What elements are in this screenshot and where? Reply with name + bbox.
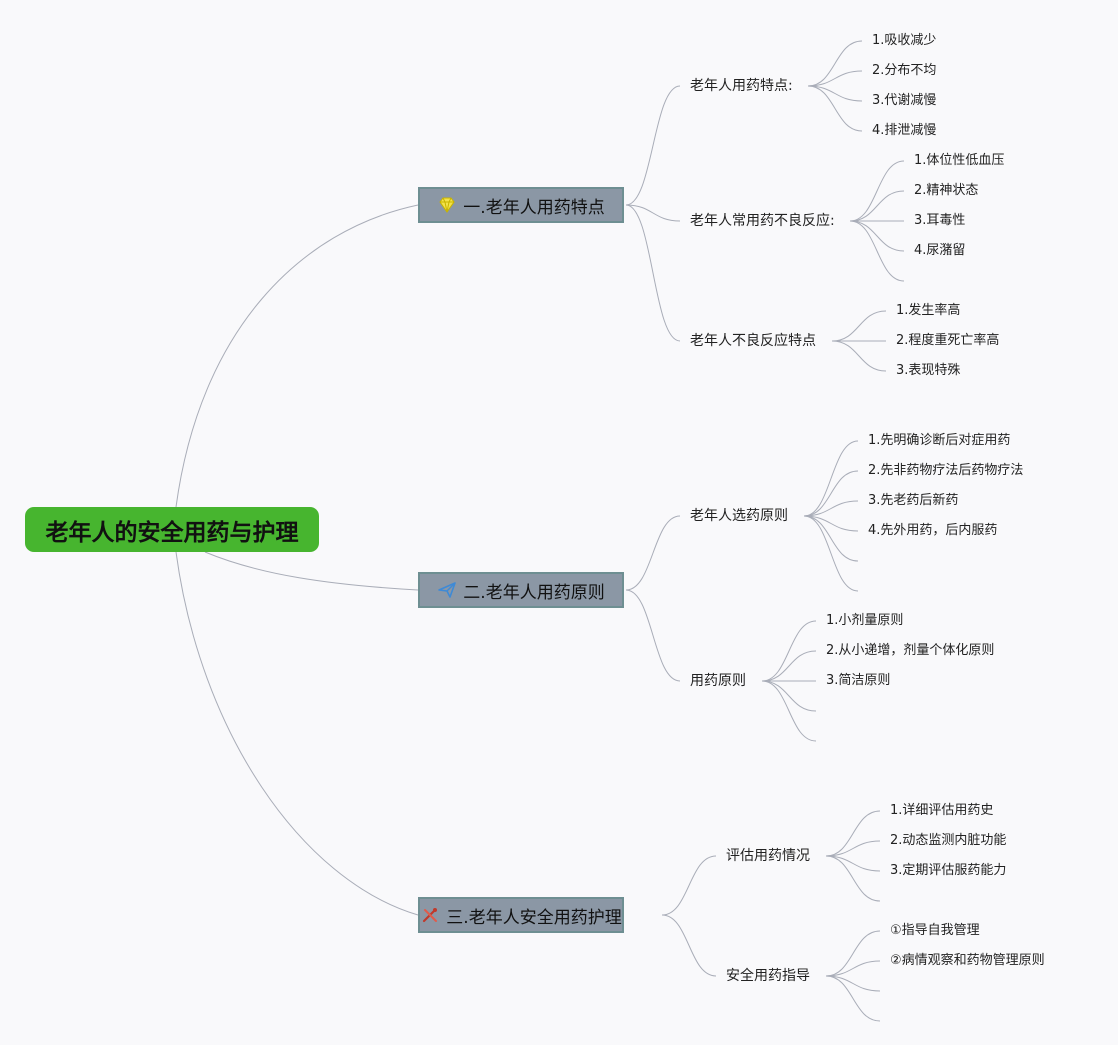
leaf-3-1-1[interactable]: 1.详细评估用药史 (890, 803, 994, 818)
leaf-1-2-3[interactable]: 3.耳毒性 (914, 213, 966, 228)
branch2-link-2 (625, 589, 681, 682)
fan-2-1-4 (803, 515, 859, 532)
leaf-2-2-3[interactable]: 3.简洁原则 (826, 673, 891, 688)
fan-3-1-2 (825, 840, 881, 857)
fan-1-3-1 (831, 310, 887, 342)
fan-1-2-1 (849, 160, 905, 222)
gem-icon (439, 197, 455, 213)
leaf-1-1-3[interactable]: 3.代谢减慢 (872, 93, 937, 108)
fan-3-1-3 (825, 855, 881, 872)
leaf-3-2-2[interactable]: ②病情观察和药物管理原则 (890, 953, 1045, 968)
branch1-link-1 (625, 85, 681, 206)
leaf-1-2-2[interactable]: 2.精神状态 (914, 183, 979, 198)
leaf-1-2-4[interactable]: 4.尿潴留 (914, 243, 966, 258)
leaf-3-1-2[interactable]: 2.动态监测内脏功能 (890, 833, 1007, 848)
branch-label-3: 三.老年人安全用药护理 (446, 907, 622, 928)
fan-3-2-2 (825, 960, 881, 977)
sub-node-2-1[interactable]: 老年人选药原则 (690, 508, 788, 524)
leaf-1-3-1[interactable]: 1.发生率高 (896, 303, 961, 318)
sub-node-2-2[interactable]: 用药原则 (690, 673, 746, 689)
branch3-link-1 (661, 855, 717, 916)
leaf-1-3-3[interactable]: 3.表现特殊 (896, 363, 961, 378)
sub-node-3-1[interactable]: 评估用药情况 (726, 848, 810, 864)
leaf-1-3-2[interactable]: 2.程度重死亡率高 (896, 333, 1000, 348)
branch2-link-1 (625, 515, 681, 591)
fan-3-2-1 (825, 930, 881, 977)
fan-2-2-4 (761, 680, 817, 712)
branch3-link-2 (661, 914, 717, 977)
branch-node-3[interactable]: 三.老年人安全用药护理 (418, 897, 624, 933)
fan-2-1-3 (803, 500, 859, 517)
root-label: 老年人的安全用药与护理 (45, 519, 299, 546)
leaf-2-1-4[interactable]: 4.先外用药，后内服药 (868, 523, 998, 538)
fan-1-2-5 (849, 220, 905, 282)
fan-1-3-3 (831, 340, 887, 372)
leaf-3-2-1[interactable]: ①指导自我管理 (890, 923, 980, 938)
fan-2-1-5 (803, 515, 859, 562)
fan-1-1-3 (807, 85, 863, 102)
sub-node-1-2[interactable]: 老年人常用药不良反应: (690, 213, 835, 229)
fan-2-1-2 (803, 470, 859, 517)
fan-1-2-4 (849, 220, 905, 252)
branch1-link-2 (625, 204, 681, 222)
fan-3-1-4 (825, 855, 881, 902)
fan-1-1-2 (807, 70, 863, 87)
leaf-1-1-2[interactable]: 2.分布不均 (872, 63, 937, 78)
sub-node-1-3[interactable]: 老年人不良反应特点 (690, 333, 816, 349)
leaf-2-1-2[interactable]: 2.先非药物疗法后药物疗法 (868, 463, 1024, 478)
leaf-2-1-3[interactable]: 3.先老药后新药 (868, 493, 959, 508)
leaf-1-2-1[interactable]: 1.体位性低血压 (914, 153, 1005, 168)
root-link-3 (175, 551, 419, 916)
leaf-2-2-1[interactable]: 1.小剂量原则 (826, 613, 904, 628)
leaf-3-1-3[interactable]: 3.定期评估服药能力 (890, 863, 1007, 878)
branch-label-1: 一.老年人用药特点 (463, 197, 605, 218)
fan-3-2-3 (825, 975, 881, 992)
leaf-1-1-4[interactable]: 4.排泄减慢 (872, 123, 937, 138)
root-link-1 (175, 204, 419, 508)
fan-1-1-1 (807, 40, 863, 87)
branch-node-1[interactable]: 一.老年人用药特点 (418, 187, 624, 223)
fan-3-1-1 (825, 810, 881, 857)
paper-plane-icon (438, 582, 457, 598)
leaf-2-1-1[interactable]: 1.先明确诊断后对症用药 (868, 433, 1011, 448)
sub-node-3-2[interactable]: 安全用药指导 (726, 968, 810, 984)
fan-1-1-4 (807, 85, 863, 132)
leaf-1-1-1[interactable]: 1.吸收减少 (872, 33, 937, 48)
fan-3-2-4 (825, 975, 881, 1022)
sub-node-1-1[interactable]: 老年人用药特点: (690, 78, 793, 94)
branch-label-2: 二.老年人用药原则 (463, 582, 605, 603)
root-link-2 (204, 551, 419, 591)
tools-icon (423, 908, 438, 923)
fan-2-1-6 (803, 515, 859, 592)
fan-2-2-1 (761, 620, 817, 682)
fan-2-2-5 (761, 680, 817, 742)
fan-2-1-1 (803, 440, 859, 517)
branch-node-2[interactable]: 二.老年人用药原则 (418, 572, 624, 608)
fan-1-2-2 (849, 190, 905, 222)
branch1-link-3 (625, 204, 681, 342)
fan-2-2-2 (761, 650, 817, 682)
root-node[interactable]: 老年人的安全用药与护理 (25, 507, 319, 552)
leaf-2-2-2[interactable]: 2.从小递增，剂量个体化原则 (826, 643, 995, 658)
